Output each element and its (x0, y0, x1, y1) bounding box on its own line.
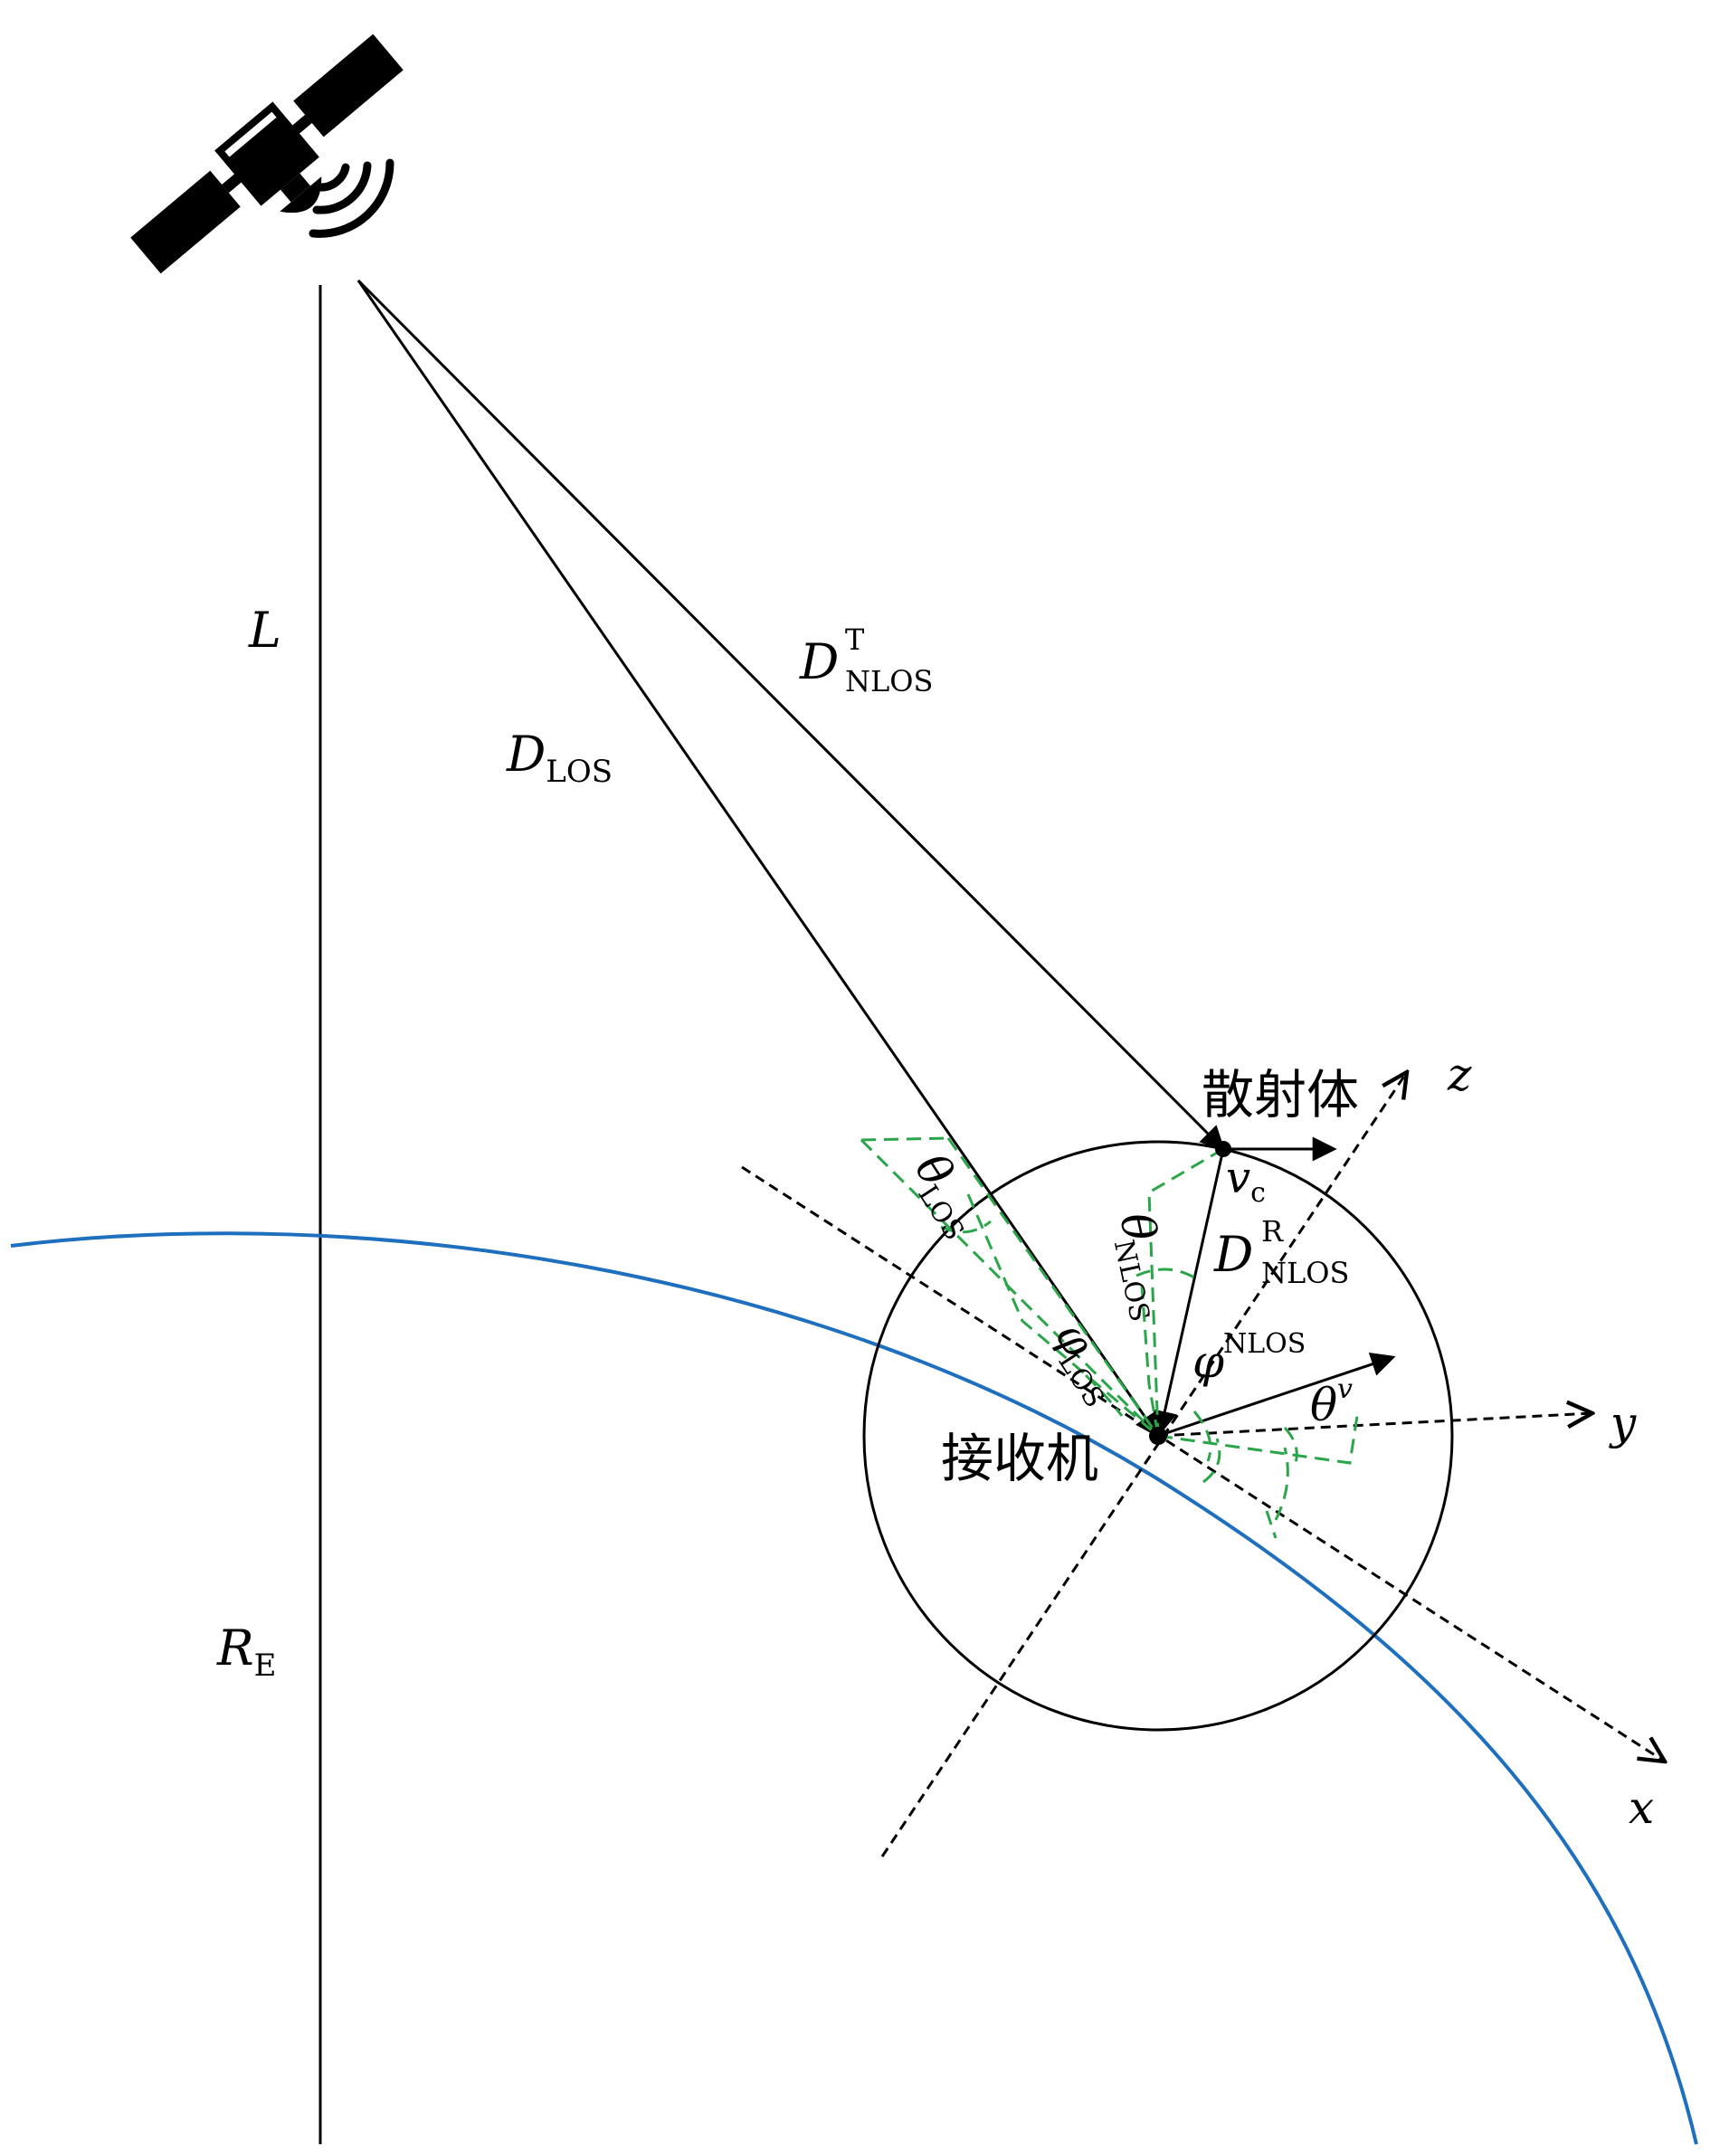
label-D-NLOS-T-sup: T (845, 622, 865, 657)
theta-nlos-arc (1135, 1268, 1195, 1279)
theta-los-arc (940, 1220, 992, 1234)
los-path-line (356, 280, 1160, 1439)
receiver-velocity-arrow (1157, 1352, 1396, 1438)
satellite-icon (130, 33, 404, 274)
label-D-NLOS-R-sub: NLOS (1261, 1256, 1349, 1290)
signal-waves-icon (309, 158, 394, 238)
scattering-circle (862, 1140, 1454, 1732)
label-D-NLOS-R: D (1213, 1226, 1253, 1283)
label-phi-LOS: φ LOS (1045, 1313, 1110, 1413)
label-phi-NLOS-sub: NLOS (1223, 1328, 1306, 1360)
nlos-transmit-path-line (356, 279, 1225, 1151)
phi-los-lines (966, 1193, 1159, 1438)
angle-construction-marks (860, 1136, 1359, 1539)
earth-surface-curve (10, 1231, 1698, 2145)
label-L: L (248, 602, 281, 659)
coordinate-axes (741, 1072, 1665, 1857)
theta-los-projection-lines (860, 1136, 1160, 1438)
theta-v-arc (1283, 1426, 1298, 1468)
label-x-axis: x (1629, 1781, 1654, 1834)
phi-nlos-arc (1192, 1410, 1212, 1462)
label-phi-NLOS: φ (1192, 1335, 1224, 1388)
label-scatterer: 散射体 (1202, 1064, 1359, 1125)
label-theta-v: θ (1310, 1379, 1337, 1431)
z-axis-line (880, 1072, 1407, 1857)
theta-nlos-projection-lines (1147, 1147, 1224, 1437)
label-R-E: RE (216, 1619, 277, 1684)
theta-v-projection-lines (1157, 1415, 1359, 1465)
phi-los-arc (1084, 1373, 1124, 1417)
x-axis-line (741, 1165, 1665, 1762)
label-D-NLOS-T-sub: NLOS (845, 664, 933, 698)
label-v-c: vc (1226, 1153, 1266, 1209)
label-D-NLOS-R-sup: R (1261, 1214, 1284, 1249)
svg-text:NLOS: NLOS (1107, 1237, 1155, 1325)
phi-nlos-lines (1140, 1284, 1160, 1437)
label-theta-NLOS: θ NLOS (1107, 1208, 1166, 1325)
label-theta-v-sup: v (1337, 1373, 1353, 1405)
label-D-LOS: DLOS (506, 726, 613, 790)
scatterer-point (1215, 1141, 1231, 1157)
label-receiver: 接收机 (941, 1428, 1098, 1489)
y-axis-line (1157, 1413, 1592, 1438)
receiver-local-arcs (1202, 1438, 1289, 1539)
label-y-axis: y (1609, 1397, 1637, 1449)
receiver-point (1149, 1427, 1167, 1445)
label-D-NLOS-T: D (799, 633, 839, 690)
nlos-receive-path-line (1153, 1148, 1225, 1436)
label-z-axis: z (1447, 1049, 1472, 1101)
label-theta-LOS: θ LOS (905, 1144, 970, 1246)
